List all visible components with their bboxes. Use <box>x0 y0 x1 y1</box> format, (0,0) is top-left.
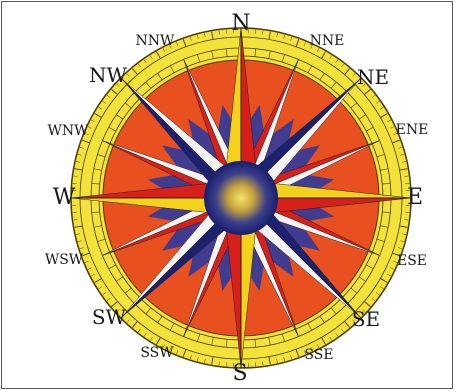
center-hub <box>205 162 277 234</box>
label-ssw: SSW <box>140 345 174 361</box>
label-ne: NE <box>357 65 389 89</box>
label-n: N <box>231 11 250 36</box>
label-nw: NW <box>89 63 128 87</box>
label-nnw: NNW <box>136 33 176 49</box>
label-ese: ESE <box>397 253 427 269</box>
label-e: E <box>407 185 423 210</box>
label-ene: ENE <box>396 122 429 138</box>
label-sw: SW <box>92 305 127 329</box>
label-wsw: WSW <box>45 252 84 268</box>
label-se: SE <box>352 307 380 331</box>
label-nne: NNE <box>310 33 345 49</box>
label-s: S <box>232 361 247 386</box>
label-w: W <box>53 185 76 210</box>
label-wnw: WNW <box>47 123 89 139</box>
label-sse: SSE <box>304 347 333 363</box>
